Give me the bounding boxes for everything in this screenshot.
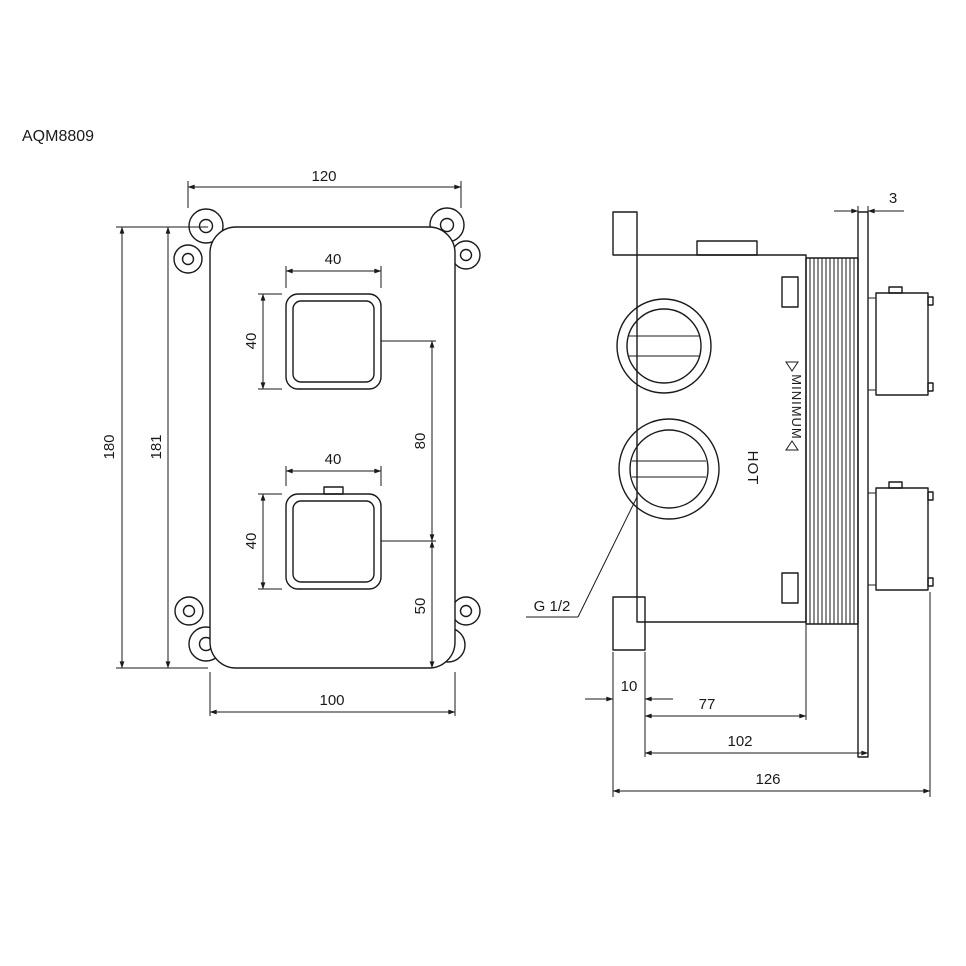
dim-width-top: 120 [187, 168, 462, 208]
dim-40-lower-h-label: 40 [243, 533, 260, 550]
minimum-label: MINIMUM [789, 374, 804, 440]
dim-40-upper-h-label: 40 [243, 333, 260, 350]
dim-100-label: 100 [319, 692, 344, 709]
dim-plate-thickness: 3 [834, 190, 904, 214]
wall-plate-outline [857, 211, 869, 758]
upper-port [616, 298, 712, 394]
minimum-marking: MINIMUM [785, 361, 804, 451]
dim-heights-left: 180 181 [101, 226, 208, 669]
trim-plate-outline [209, 226, 456, 669]
dim-126-label: 126 [755, 771, 780, 788]
dim-lower-handle: 40 40 [243, 451, 382, 590]
dim-upper-handle: 40 40 [243, 251, 382, 390]
dim-120-label: 120 [311, 168, 336, 185]
dim-50-label: 50 [412, 598, 429, 615]
dim-spacing: 80 50 [412, 340, 435, 669]
lower-port [618, 418, 720, 520]
valve-body [612, 211, 807, 651]
dim-180-label: 180 [101, 434, 118, 459]
dim-181-label: 181 [148, 434, 165, 459]
dim-3-label: 3 [889, 190, 897, 207]
front-view: 120 180 181 40 40 40 [101, 168, 481, 716]
dim-depths: 10 77 102 126 [585, 592, 931, 797]
thread-callout: G 1/2 [526, 496, 638, 618]
hot-label: HOT [744, 451, 761, 486]
lower-handle-front [285, 486, 436, 590]
dim-width-bottom: 100 [209, 672, 456, 716]
dim-40-lower-w-label: 40 [325, 451, 342, 468]
ribbed-section [805, 257, 859, 625]
dim-77-label: 77 [699, 696, 716, 713]
dim-102-label: 102 [727, 733, 752, 750]
lower-handle-side [868, 481, 934, 591]
side-view: MINIMUM HOT G 1/2 [526, 190, 934, 797]
dim-10-label: 10 [621, 678, 638, 695]
upper-handle-front [285, 293, 436, 390]
dim-40-upper-w-label: 40 [325, 251, 342, 268]
upper-handle-side [868, 286, 934, 396]
model-number-label: AQM8809 [22, 128, 94, 145]
thread-label: G 1/2 [534, 598, 571, 615]
dim-80-label: 80 [412, 433, 429, 450]
